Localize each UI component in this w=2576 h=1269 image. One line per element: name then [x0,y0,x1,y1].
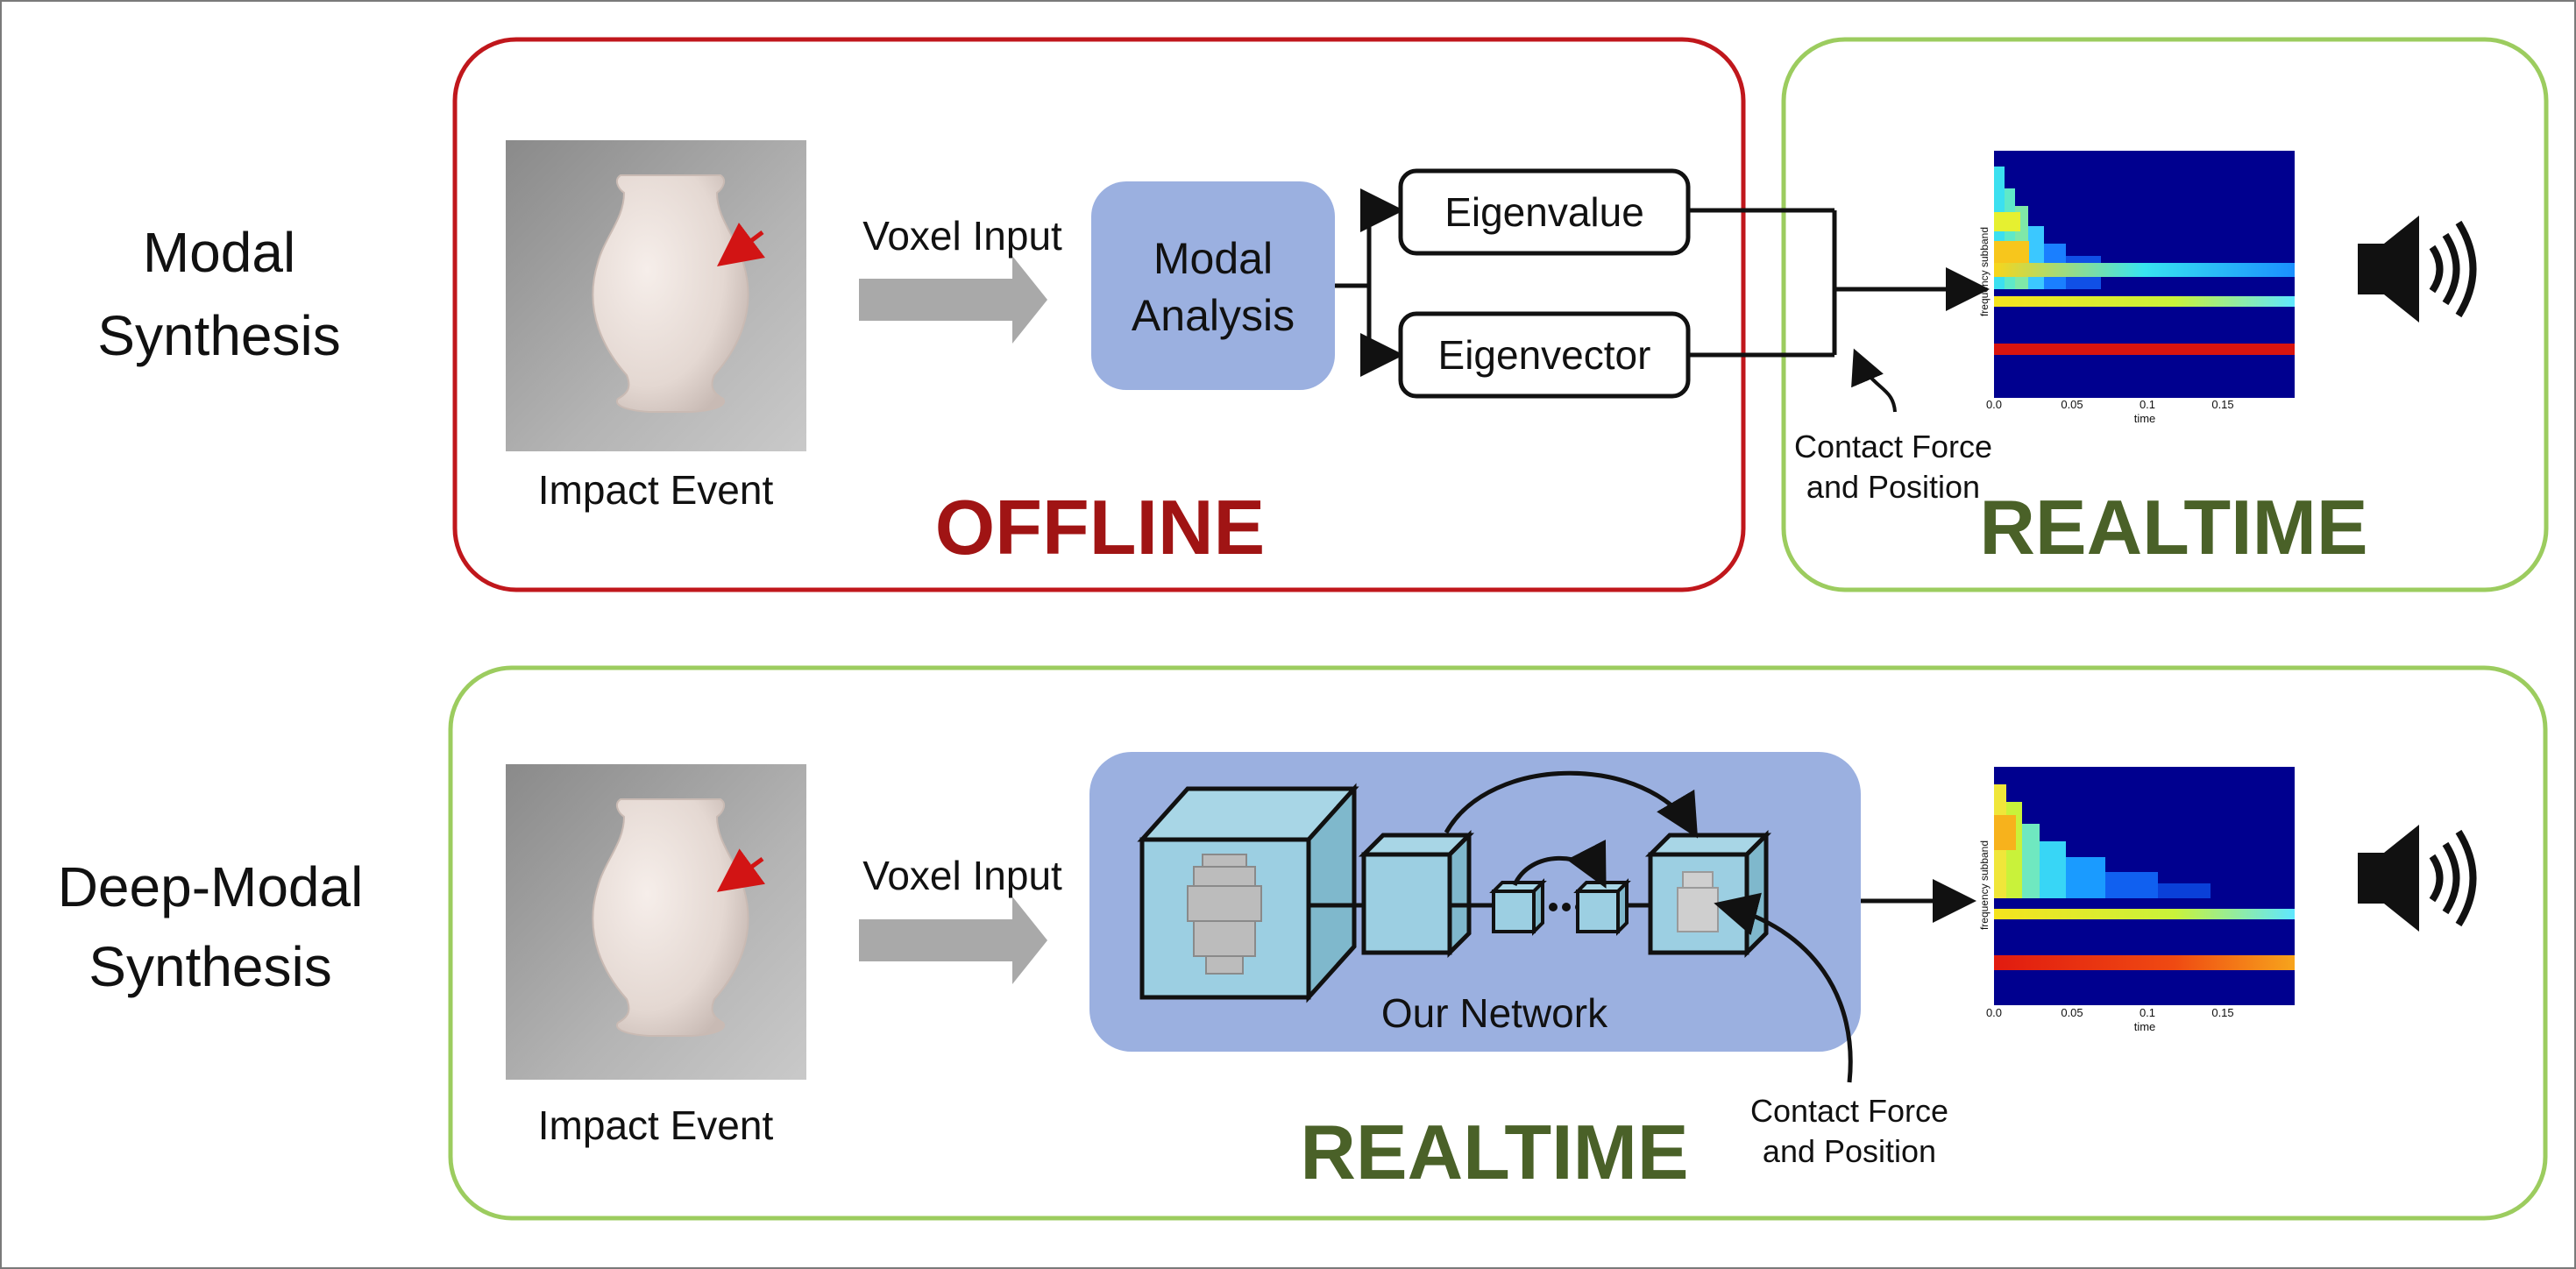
speaker-icon-top [2358,216,2477,323]
spectrogram-top-xlabel: time [2134,412,2156,425]
spectrogram-bottom-tick-0: 0.0 [1986,1006,2002,1019]
spectrogram-bottom-tick-3: 0.15 [2211,1006,2233,1019]
vase-image-top [506,140,806,451]
row-label-top-line1: Modal [143,221,295,284]
realtime-label-bottom: REALTIME [1300,1109,1688,1195]
spectrogram-bottom: frequency subband 0.0 0.05 0.1 0.15 time [1978,767,2295,1033]
impact-arrow-bottom [716,848,766,892]
modal-analysis-line2: Analysis [1132,291,1295,340]
eigenvalue-label: Eigenvalue [1444,189,1644,235]
row-label-bottom-line1: Deep-Modal [58,855,364,918]
modal-analysis-box [1091,181,1335,390]
realtime-panel-top [1781,37,2549,592]
voxel-arrow-bottom [859,897,1047,984]
impact-caption-top: Impact Event [538,467,774,513]
network-label: Our Network [1381,990,1608,1036]
analysis-branch-lines [1335,188,1404,377]
decoder-cube [1644,829,1772,959]
spectrogram-bottom-tick-1: 0.05 [2061,1006,2083,1019]
spectrogram-bottom-ylabel: frequency subband [1978,840,1991,930]
spectrogram-bottom-xlabel: time [2134,1020,2156,1033]
spectrogram-top-tick-1: 0.05 [2061,398,2083,411]
skip-arrow-large [1444,770,1699,839]
spectrogram-top: frequency subband 0.0 0.05 0.1 0.15 time [1978,151,2295,425]
spectrogram-top-tick-2: 0.1 [2140,398,2155,411]
merge-lines-top [1688,208,1990,358]
realtime-panel-bottom [448,665,2548,1221]
contact-label-top-line2: and Position [1806,469,1980,505]
spectrogram-top-tick-0: 0.0 [1986,398,2002,411]
offline-panel [452,37,1746,592]
offline-label: OFFLINE [935,484,1265,571]
vase-image-bottom [506,764,806,1080]
contact-label-bottom-line2: and Position [1763,1133,1936,1169]
contact-arrow-top [1851,348,1897,413]
voxel-label-bottom: Voxel Input [862,853,1062,898]
modal-analysis-line1: Modal [1153,234,1273,283]
realtime-label-top: REALTIME [1979,484,2367,571]
spectrogram-top-tick-3: 0.15 [2211,398,2233,411]
bottleneck-cube-2 [1573,878,1631,936]
impact-caption-bottom: Impact Event [538,1102,774,1148]
contact-label-top-line1: Contact Force [1794,429,1992,464]
voxel-arrow-top [859,256,1047,344]
input-voxel-cube [1137,783,1359,1003]
bottleneck-cube-1 [1489,878,1547,936]
eigenvector-label: Eigenvector [1438,332,1651,378]
contact-arrow-bottom [1714,892,1853,1083]
row-label-top-line2: Synthesis [97,304,340,367]
spectrogram-top-ylabel: frequency subband [1978,227,1991,316]
contact-label-bottom-line1: Contact Force [1750,1093,1948,1129]
skip-arrow-small [1512,839,1607,889]
voxel-label-top: Voxel Input [862,213,1062,259]
impact-arrow-top [717,223,765,266]
spectrogram-bottom-tick-2: 0.1 [2140,1006,2155,1019]
encoder-cube [1358,829,1475,959]
speaker-icon-bottom [2358,825,2477,932]
row-label-bottom-line2: Synthesis [89,935,331,998]
